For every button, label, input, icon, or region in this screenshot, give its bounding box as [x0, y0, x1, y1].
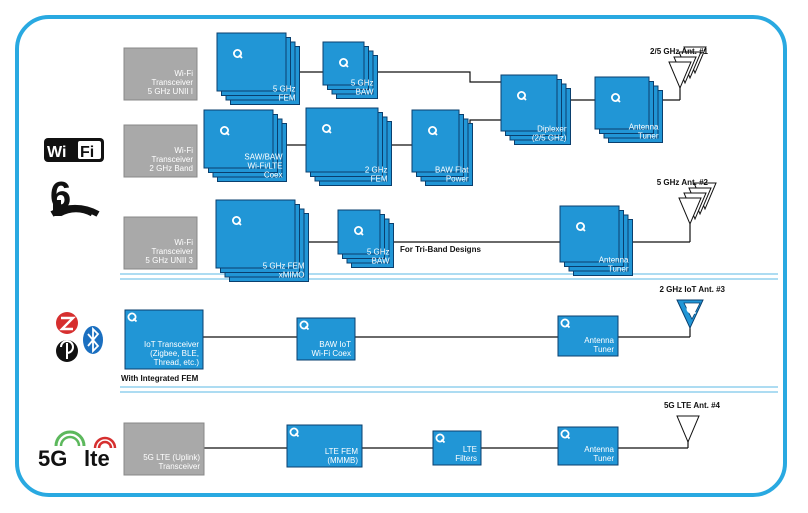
lte-transceiver-line: Transceiver	[159, 462, 201, 471]
diagram-frame	[15, 15, 787, 497]
iot-transceiver-block-line: (Zigbee, BLE,	[150, 349, 199, 358]
thread-logo	[56, 340, 78, 362]
bluetooth-logo	[83, 326, 103, 354]
lte-fem-block[interactable]: LTE FEM(MMMB)	[286, 424, 363, 468]
iot-note: With Integrated FEM	[121, 374, 199, 383]
baw-iot-coex-block-line: Wi-Fi Coex	[311, 349, 351, 358]
antenna-4	[676, 415, 700, 444]
saw-baw-coex-block-line: Coex	[264, 171, 283, 180]
lte-transceiver-line: 5G LTE (Uplink)	[143, 453, 200, 462]
lte-fem-block-line: LTE FEM	[325, 447, 359, 456]
antenna-tuner-3-block-line: Tuner	[593, 345, 614, 354]
fem-5ghz-xmimo-block-line: 5 GHz FEM	[263, 262, 305, 271]
diplexer-block-line: Diplexer	[537, 125, 567, 134]
baw-5ghz-block-line: BAW	[356, 88, 374, 97]
antenna-tuner-2-block-line: Tuner	[608, 265, 629, 274]
iot-transceiver-block-line: IoT Transceiver	[144, 340, 199, 349]
fem-2ghz-block-line: FEM	[371, 175, 388, 184]
fem-5ghz-xmimo-block-line: xMIMO	[279, 271, 305, 280]
lte-filters-block-line: Filters	[455, 454, 477, 463]
fiveg-logo: 5G	[38, 430, 86, 471]
antenna-2-label: 5 GHz Ant. #2	[657, 178, 709, 187]
wifi-transceiver-2ghz-line: Wi-Fi	[174, 146, 193, 155]
wifi-transceiver-5ghz-unii1-line: 5 GHz UNII I	[148, 87, 193, 96]
wifi-transceiver-5ghz-unii3-line: Transceiver	[152, 247, 194, 256]
baw-5ghz-block-line: 5 GHz	[351, 79, 374, 88]
antenna-3-label: 2 GHz IoT Ant. #3	[660, 285, 726, 294]
wifi-transceiver-5ghz-unii1-line: Wi-Fi	[174, 69, 193, 78]
triband-note: For Tri-Band Designs	[400, 245, 481, 254]
wifi-logo: Wi Fi	[44, 138, 104, 162]
antenna-tuner-1-block-line: Tuner	[638, 132, 659, 141]
fiveg-logo-text: 5G	[38, 446, 67, 471]
wifi-transceiver-5ghz-unii3-line: Wi-Fi	[174, 238, 193, 247]
baw-flat-power-block-line: BAW Flat	[435, 166, 469, 175]
zigbee-logo	[56, 312, 78, 334]
lte-logo-text: lte	[84, 446, 110, 471]
antenna-tuner-3-block-line: Antenna	[584, 336, 614, 345]
wifi-transceiver-2ghz-line: 2 GHz Band	[149, 164, 193, 173]
baw-5ghz-row3-block-line: BAW	[372, 257, 390, 266]
antenna-tuner-1-block-line: Antenna	[629, 123, 659, 132]
fem-5ghz-block-line: FEM	[279, 94, 296, 103]
antenna-2	[678, 182, 717, 226]
fem-5ghz-block-line: 5 GHz	[273, 85, 296, 94]
wifi-transceiver-5ghz-unii3-line: 5 GHz UNII 3	[145, 256, 193, 265]
diplexer-block-line: (2/5 GHz)	[532, 134, 567, 143]
lte-fem-block-line: (MMMB)	[327, 456, 358, 465]
iot-transceiver-block[interactable]: IoT Transceiver(Zigbee, BLE,Thread, etc.…	[124, 309, 204, 370]
wifi-transceiver-5ghz-unii1-line: Transceiver	[152, 78, 194, 87]
baw-5ghz-row3-block-line: 5 GHz	[367, 248, 390, 257]
iot-transceiver-block-line: Thread, etc.)	[154, 358, 200, 367]
saw-baw-coex-block-line: SAW/BAW	[244, 153, 283, 162]
wifi6-logo: 6	[50, 175, 100, 217]
antenna-1	[668, 46, 707, 90]
antenna-tuner-4-block-line: Tuner	[593, 454, 614, 463]
antenna-tuner-2-block-line: Antenna	[599, 256, 629, 265]
saw-baw-coex-block-line: Wi-Fi/LTE	[248, 162, 283, 171]
baw-iot-coex-block-line: BAW IoT	[319, 340, 351, 349]
baw-flat-power-block-line: Power	[446, 175, 469, 184]
antenna-tuner-4-block-line: Antenna	[584, 445, 614, 454]
antenna-4-label: 5G LTE Ant. #4	[664, 401, 721, 410]
wifi-logo-text-b: Fi	[80, 144, 94, 161]
lte-filters-block-line: LTE	[463, 445, 477, 454]
fem-2ghz-block-line: 2 GHz	[365, 166, 388, 175]
antenna-3	[676, 299, 704, 330]
lte-transceiver[interactable]: 5G LTE (Uplink)Transceiver	[123, 422, 205, 476]
lte-logo: lte	[84, 436, 117, 471]
wifi-logo-text-a: Wi	[47, 144, 66, 161]
diplexer-block[interactable]: Diplexer(2/5 GHz)	[500, 74, 571, 145]
wifi-transceiver-2ghz-line: Transceiver	[152, 155, 194, 164]
antenna-1-label: 2/5 GHz Ant. #1	[650, 47, 708, 56]
